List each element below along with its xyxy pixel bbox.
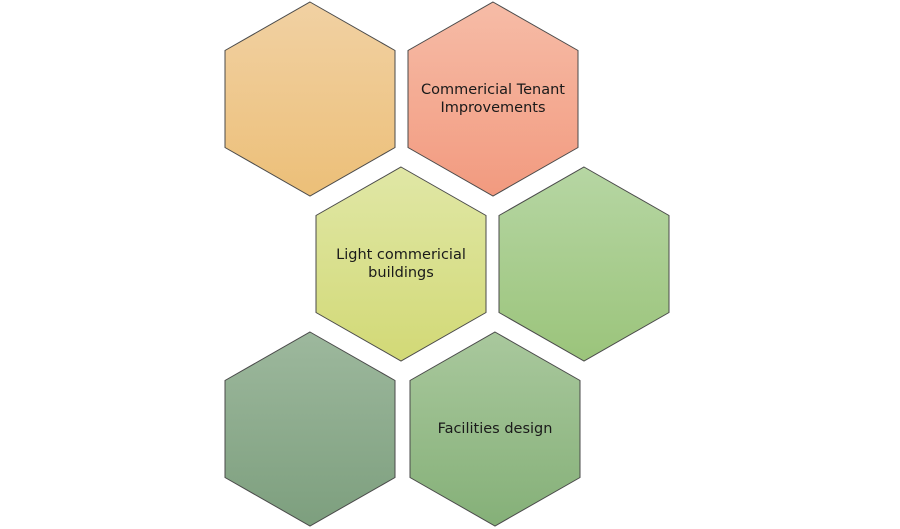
- hexagon-6: [409, 331, 581, 527]
- hexagon-1: [224, 1, 396, 197]
- hexagon-label: Facilities design: [437, 421, 553, 437]
- hexagon-2: [407, 1, 579, 197]
- hexagon-label: Light commericial buildings: [336, 247, 466, 281]
- hexagon-4: [498, 166, 670, 362]
- hexagon-label: Commericial Tenant Improvements: [421, 82, 565, 116]
- hexagon-3: [315, 166, 487, 362]
- hexagon-5: [224, 331, 396, 527]
